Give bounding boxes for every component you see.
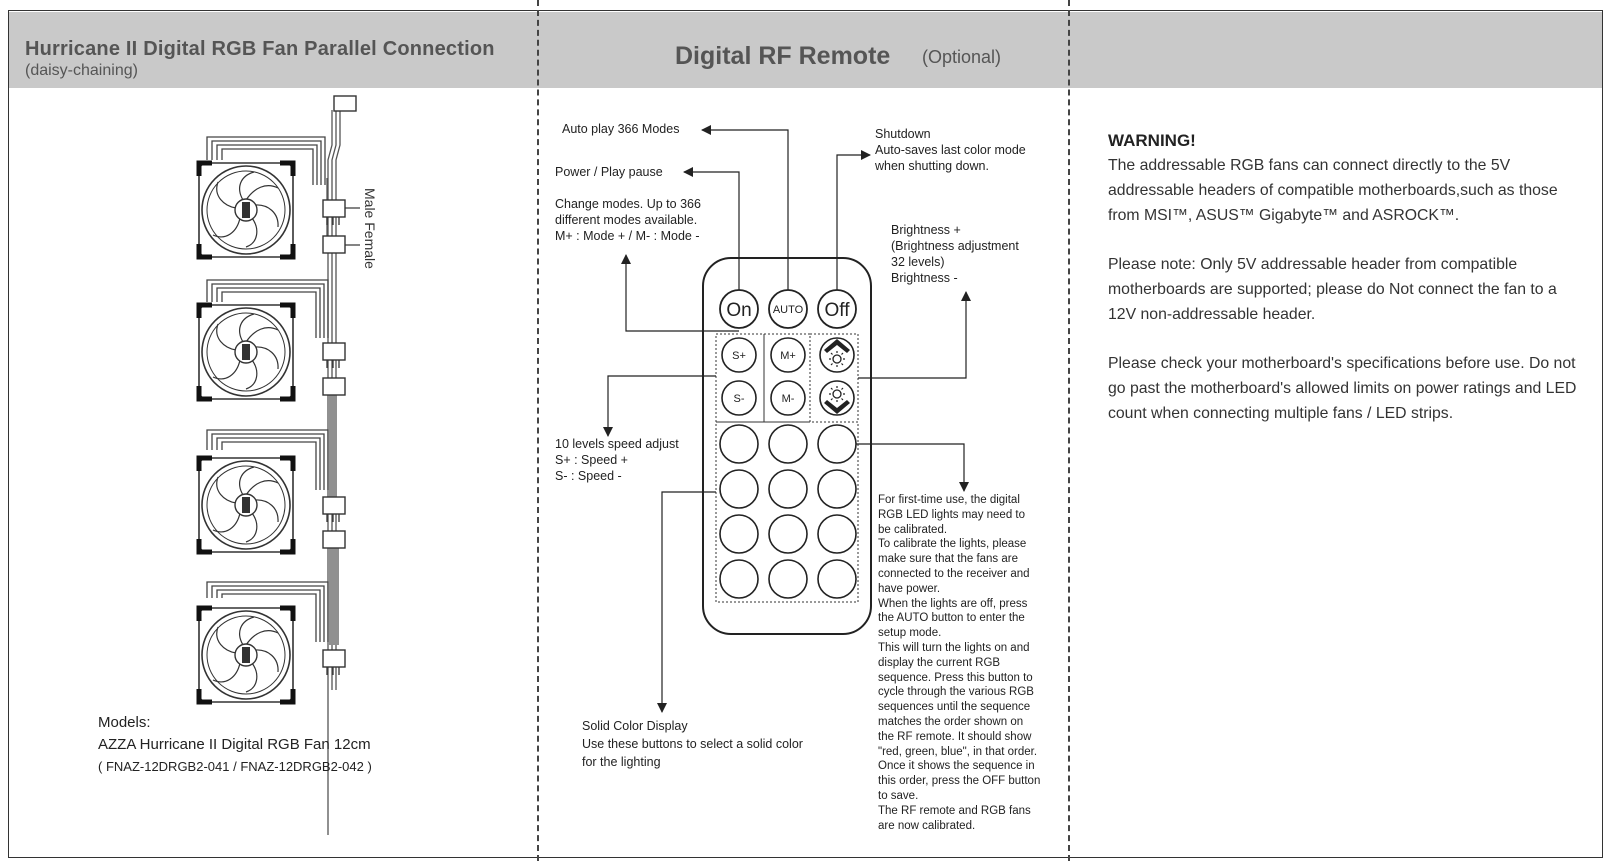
calibration-line: the AUTO button to enter the (878, 612, 1025, 625)
calibration-line: display the current RGB (878, 656, 1001, 669)
warning-paragraph-3: Please check your motherboard's specific… (1108, 355, 1577, 422)
brightness-line-3: 32 levels) (891, 255, 945, 269)
mode-minus-label: M- (782, 393, 795, 405)
header-band (9, 12, 1602, 88)
calibration-line: This will turn the lights on and (878, 641, 1030, 654)
mode-plus-label: M+ (780, 350, 796, 362)
calibration-line: When the lights are off, press (878, 597, 1028, 610)
auto-play-label: Auto play 366 Modes (562, 122, 679, 136)
brightness-down-icon (824, 386, 850, 414)
calibration-line: sequence. Press this button to (878, 671, 1033, 684)
calibration-line: have power. (878, 582, 941, 595)
brightness-line-1: Brightness + (891, 223, 961, 237)
mode-minus-button[interactable] (770, 380, 806, 416)
calibration-line: this order, press the OFF button (878, 775, 1041, 788)
rf-remote-optional: (Optional) (922, 47, 1002, 67)
solid-color-line-1: Solid Color Display (582, 719, 688, 733)
shutdown-line-1: Shutdown (875, 127, 931, 141)
calibration-line: cycle through the various RGB (878, 686, 1034, 699)
calibration-line: matches the order shown on (878, 715, 1024, 728)
calibration-instructions: For first-time use, the digital RGB LED … (878, 493, 1068, 833)
warning-title: WARNING! (1108, 131, 1196, 150)
speed-line-1: 10 levels speed adjust (555, 437, 679, 451)
parallel-connection-title: Hurricane II Digital RGB Fan Parallel Co… (25, 38, 495, 60)
calibration-line: The RF remote and RGB fans (878, 804, 1031, 817)
speed-plus-label: S+ (732, 350, 746, 362)
models-block: Models: AZZA Hurricane II Digital RGB Fa… (98, 712, 372, 778)
calibration-line: are now calibrated. (878, 819, 976, 832)
calibration-line: RGB LED lights may need to (878, 508, 1026, 521)
calibration-line: to save. (878, 789, 919, 802)
brightness-up-icon (824, 339, 850, 367)
parallel-connection-subtitle: (daisy-chaining) (25, 62, 138, 79)
speed-minus-label: S- (734, 393, 745, 405)
column-divider-2 (1068, 0, 1070, 861)
warning-paragraph-1: The addressable RGB fans can connect dir… (1108, 157, 1558, 224)
calibration-line: "red, green, blue", in that order. (878, 745, 1038, 758)
speed-line-2: S+ : Speed + (555, 453, 628, 467)
calibration-line: To calibrate the lights, please (878, 538, 1027, 551)
column-divider-1 (537, 0, 539, 861)
shutdown-line-2: Auto-saves last color mode (875, 143, 1026, 157)
change-modes-line-3: M+ : Mode + / M- : Mode - (555, 229, 700, 243)
calibration-line: Once it shows the sequence in (878, 760, 1035, 773)
warning-block: WARNING! The addressable RGB fans can co… (1108, 128, 1578, 450)
change-modes-line-1: Change modes. Up to 366 (555, 197, 701, 211)
speed-plus-button[interactable] (721, 337, 757, 373)
warning-paragraph-2: Please note: Only 5V addressable header … (1108, 256, 1557, 323)
calibration-line: sequences until the sequence (878, 701, 1031, 714)
models-codes: ( FNAZ-12DRGB2-041 / FNAZ-12DRGB2-042 ) (98, 759, 372, 774)
solid-color-buttons[interactable] (719, 424, 857, 599)
calibration-line: connected to the receiver and (878, 567, 1030, 580)
speed-line-3: S- : Speed - (555, 469, 622, 483)
rf-remote-title: Digital RF Remote (675, 42, 891, 70)
models-title: Models: (98, 714, 151, 731)
brightness-line-4: Brightness - (891, 271, 958, 285)
auto-button-label: AUTO (773, 304, 804, 316)
calibration-line: setup mode. (878, 627, 942, 640)
models-name: AZZA Hurricane II Digital RGB Fan 12cm (98, 736, 371, 753)
brightness-line-2: (Brightness adjustment (891, 239, 1019, 253)
change-modes-line-2: different modes available. (555, 213, 697, 227)
solid-color-line-3: for the lighting (582, 755, 661, 769)
speed-minus-button[interactable] (721, 380, 757, 416)
calibration-line: make sure that the fans are (878, 553, 1018, 566)
power-label: Power / Play pause (555, 165, 663, 179)
mode-plus-button[interactable] (770, 337, 806, 373)
page-frame (8, 10, 1603, 858)
off-button-label: Off (825, 300, 851, 321)
solid-color-line-2: Use these buttons to select a solid colo… (582, 737, 803, 751)
calibration-line: be calibrated. (878, 523, 948, 536)
calibration-line: the RF remote. It should show (878, 730, 1032, 743)
calibration-line: For first-time use, the digital (878, 494, 1020, 506)
on-button-label: On (726, 300, 751, 321)
male-female-label: Male Female (362, 188, 378, 269)
shutdown-line-3: when shutting down. (874, 159, 989, 173)
